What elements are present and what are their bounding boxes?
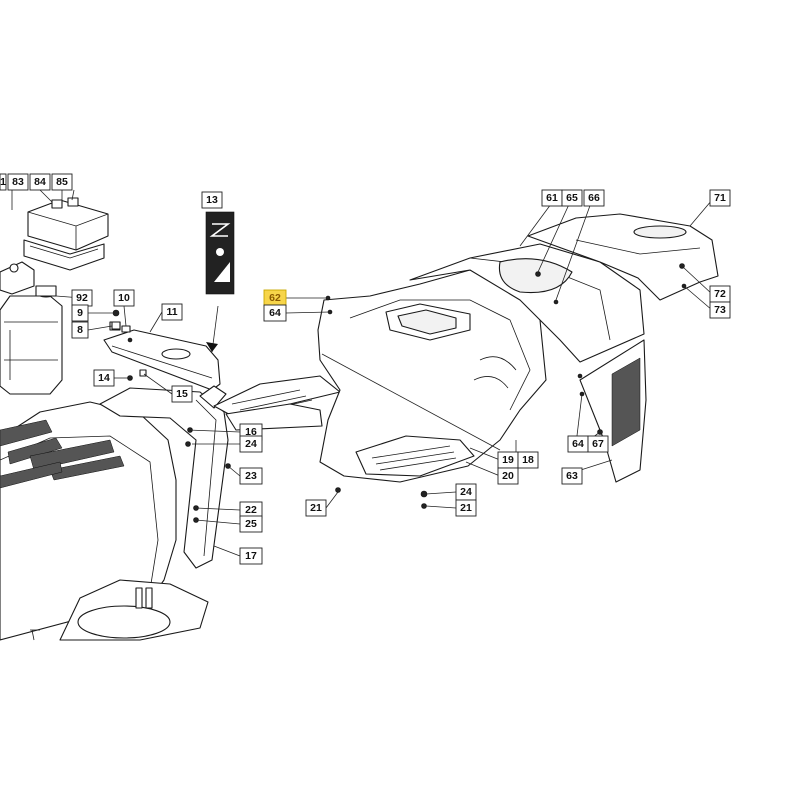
callout-11[interactable]: 11: [161, 303, 183, 321]
side-panel-part: [579, 339, 647, 483]
callout-17[interactable]: 17: [239, 547, 263, 565]
decal-sticker-part: [205, 211, 235, 295]
callout-24-right-label: 24: [460, 486, 472, 498]
callout-18[interactable]: 18: [517, 451, 539, 469]
callout-8-label: 8: [77, 324, 83, 336]
callout-10-label: 10: [118, 292, 130, 304]
footboard-strip-part: [213, 375, 341, 431]
callout-18-label: 18: [522, 454, 534, 466]
callout-85[interactable]: 85: [51, 173, 73, 191]
callout-67[interactable]: 67: [587, 435, 609, 453]
callout-9[interactable]: 9: [71, 304, 89, 322]
callout-64-right[interactable]: 64: [567, 435, 589, 453]
callout-62[interactable]: 62: [263, 289, 287, 307]
callout-25[interactable]: 25: [239, 515, 263, 533]
callout-84[interactable]: 84: [29, 173, 51, 191]
callout-85-label: 85: [56, 176, 68, 188]
callout-22-label: 22: [245, 504, 257, 516]
filter-box-part: [0, 197, 109, 295]
callout-19-label: 19: [502, 454, 514, 466]
callout-72-label: 72: [714, 288, 726, 300]
callout-21-left[interactable]: 21: [305, 499, 327, 517]
callout-14[interactable]: 14: [93, 369, 115, 387]
fuel-tank-part: [0, 285, 63, 395]
callout-65[interactable]: 65: [561, 189, 583, 207]
callout-71-label: 71: [714, 192, 726, 204]
callout-1[interactable]: 1: [0, 173, 7, 191]
callout-66[interactable]: 66: [583, 189, 605, 207]
callout-71[interactable]: 71: [709, 189, 731, 207]
callout-24-right[interactable]: 24: [455, 483, 477, 501]
callout-65-label: 65: [566, 192, 578, 204]
callout-72[interactable]: 72: [709, 285, 731, 303]
front-hood-part: [0, 401, 209, 641]
rear-body-part: [317, 269, 547, 483]
callout-73[interactable]: 73: [709, 301, 731, 319]
callout-11-label: 11: [166, 306, 177, 318]
callout-21-left-label: 21: [310, 502, 322, 514]
callout-83[interactable]: 83: [7, 173, 29, 191]
callout-62-label: 62: [269, 292, 281, 304]
callout-23-label: 23: [245, 470, 257, 482]
callout-63-label: 63: [566, 470, 578, 482]
callout-9-label: 9: [77, 307, 83, 319]
dashboard-panel-part: [103, 321, 221, 391]
callout-13-label: 13: [206, 194, 218, 206]
callout-24-left-label: 24: [245, 438, 257, 450]
rear-cover-part: [527, 213, 719, 301]
callout-66-label: 66: [588, 192, 600, 204]
callout-15-label: 15: [176, 388, 188, 400]
callout-64-top-label: 64: [269, 307, 281, 319]
callout-13[interactable]: 13: [201, 191, 223, 209]
callout-14-label: 14: [98, 372, 110, 384]
callout-73-label: 73: [714, 304, 726, 316]
callout-67-label: 67: [592, 438, 604, 450]
callout-16-label: 16: [245, 426, 257, 438]
callout-19[interactable]: 19: [497, 451, 519, 469]
callout-25-label: 25: [245, 518, 257, 530]
callout-61-label: 61: [546, 192, 558, 204]
callout-8[interactable]: 8: [71, 321, 89, 339]
callout-24-left[interactable]: 24: [239, 435, 263, 453]
callout-63[interactable]: 63: [561, 467, 583, 485]
callout-20-label: 20: [502, 470, 514, 482]
callout-17-label: 17: [245, 550, 257, 562]
callout-84-label: 84: [34, 176, 46, 188]
callout-21-right[interactable]: 21: [455, 499, 477, 517]
callout-20[interactable]: 20: [497, 467, 519, 485]
callout-64-right-label: 64: [572, 438, 584, 450]
callout-15[interactable]: 15: [171, 385, 193, 403]
callout-92[interactable]: 92: [71, 289, 93, 307]
callout-21-right-label: 21: [460, 502, 472, 514]
callout-64-top[interactable]: 64: [263, 304, 287, 322]
callout-92-label: 92: [76, 292, 88, 304]
callout-23[interactable]: 23: [239, 467, 263, 485]
leader-lines: [11, 189, 713, 557]
callout-83-label: 83: [12, 176, 24, 188]
callout-10[interactable]: 10: [113, 289, 135, 307]
callout-61[interactable]: 61: [541, 189, 563, 207]
callout-1-label: 1: [0, 176, 6, 188]
